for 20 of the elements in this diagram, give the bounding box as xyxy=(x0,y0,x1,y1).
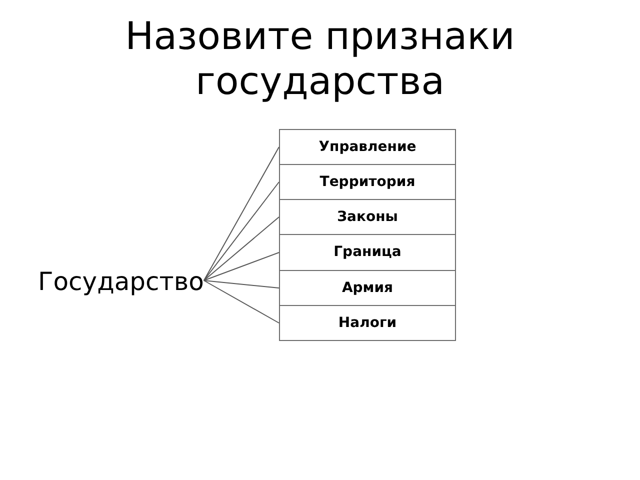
feature-label: Армия xyxy=(342,278,394,298)
feature-box xyxy=(279,234,456,271)
connector-line xyxy=(203,146,280,281)
feature-label: Территория xyxy=(320,172,416,192)
feature-label: Налоги xyxy=(338,314,397,332)
feature-label: Управление xyxy=(318,138,416,156)
connector-line xyxy=(203,280,280,324)
connector-line xyxy=(203,252,280,281)
concept-label: Государство xyxy=(38,267,204,296)
feature-box xyxy=(279,270,456,306)
feature-label: Законы xyxy=(337,208,398,226)
connector-line xyxy=(203,182,280,281)
feature-box xyxy=(279,129,456,165)
feature-label: Граница xyxy=(334,243,402,262)
feature-box xyxy=(279,164,456,200)
title: Назовите признаки государства xyxy=(124,14,516,104)
connector-line xyxy=(203,216,280,281)
feature-box xyxy=(279,199,456,235)
connector-line xyxy=(203,280,280,288)
feature-box xyxy=(279,305,456,341)
